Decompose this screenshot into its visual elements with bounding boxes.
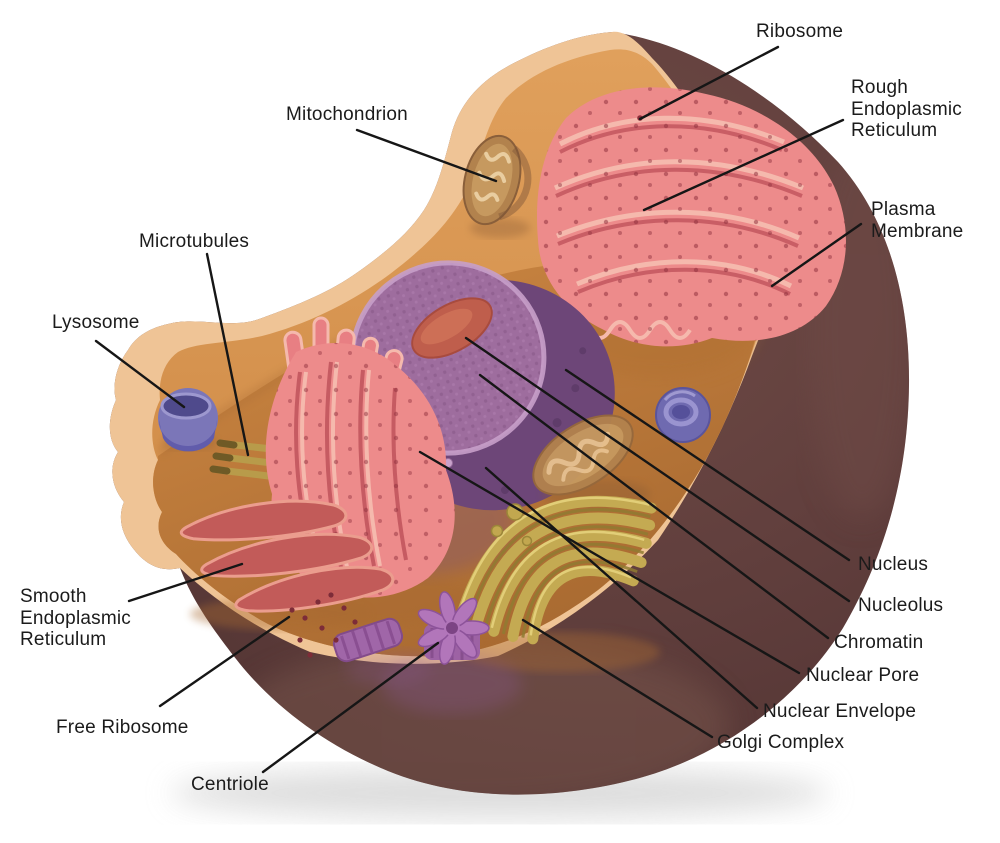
- leader-line-free-ribosome: [158, 615, 291, 708]
- leader-line-smooth-endoplasmic-reticulum: [127, 562, 244, 603]
- smooth-er: [179, 499, 395, 613]
- label-rough-endoplasmic-reticulum: Rough Endoplasmic Reticulum: [851, 77, 962, 141]
- leader-line-rough-endoplasmic-reticulum: [642, 118, 845, 212]
- label-free-ribosome: Free Ribosome: [56, 717, 189, 738]
- leader-line-chromatin: [478, 373, 830, 640]
- label-nuclear-pore: Nuclear Pore: [806, 665, 920, 686]
- leader-line-nucleus: [564, 368, 851, 562]
- free-ribosomes: [289, 592, 358, 658]
- leader-line-nuclear-pore: [418, 450, 801, 675]
- label-chromatin: Chromatin: [834, 632, 924, 653]
- label-centriole: Centriole: [191, 774, 269, 795]
- leader-line-microtubules: [205, 252, 250, 457]
- label-lysosome: Lysosome: [52, 312, 140, 333]
- label-golgi-complex: Golgi Complex: [717, 732, 845, 753]
- leader-line-nucleolus: [464, 336, 851, 603]
- leader-line-centriole: [261, 641, 440, 774]
- leader-lines: [94, 45, 863, 774]
- centrioles: [332, 591, 522, 714]
- golgi-vesicle: [521, 535, 533, 547]
- centriole-side: [332, 617, 404, 663]
- label-smooth-endoplasmic-reticulum: Smooth Endoplasmic Reticulum: [20, 586, 131, 650]
- floor-shadow-golgi: [460, 632, 660, 672]
- label-ribosome: Ribosome: [756, 21, 844, 42]
- lysosome-left: [158, 388, 218, 452]
- leader-line-plasma-membrane: [770, 222, 863, 288]
- centriole-end: [417, 591, 490, 665]
- label-microtubules: Microtubules: [139, 231, 250, 252]
- leader-line-ribosome: [638, 45, 780, 121]
- label-nucleus: Nucleus: [858, 554, 929, 575]
- label-nuclear-envelope: Nuclear Envelope: [763, 701, 917, 722]
- label-plasma-membrane: Plasma Membrane: [871, 199, 964, 242]
- leader-line-lysosome: [94, 339, 186, 409]
- golgi-vesicle: [490, 524, 504, 538]
- label-nucleolus: Nucleolus: [858, 595, 944, 616]
- leader-line-nuclear-envelope: [484, 466, 759, 710]
- rough-er-top: [537, 87, 846, 347]
- leader-line-golgi-complex: [521, 618, 714, 739]
- label-mitochondrion: Mitochondrion: [286, 104, 408, 125]
- leader-line-mitochondrion: [355, 128, 498, 183]
- centriole-haze: [346, 650, 430, 686]
- nucleolus: [411, 297, 493, 359]
- lysosome-right: [655, 387, 711, 443]
